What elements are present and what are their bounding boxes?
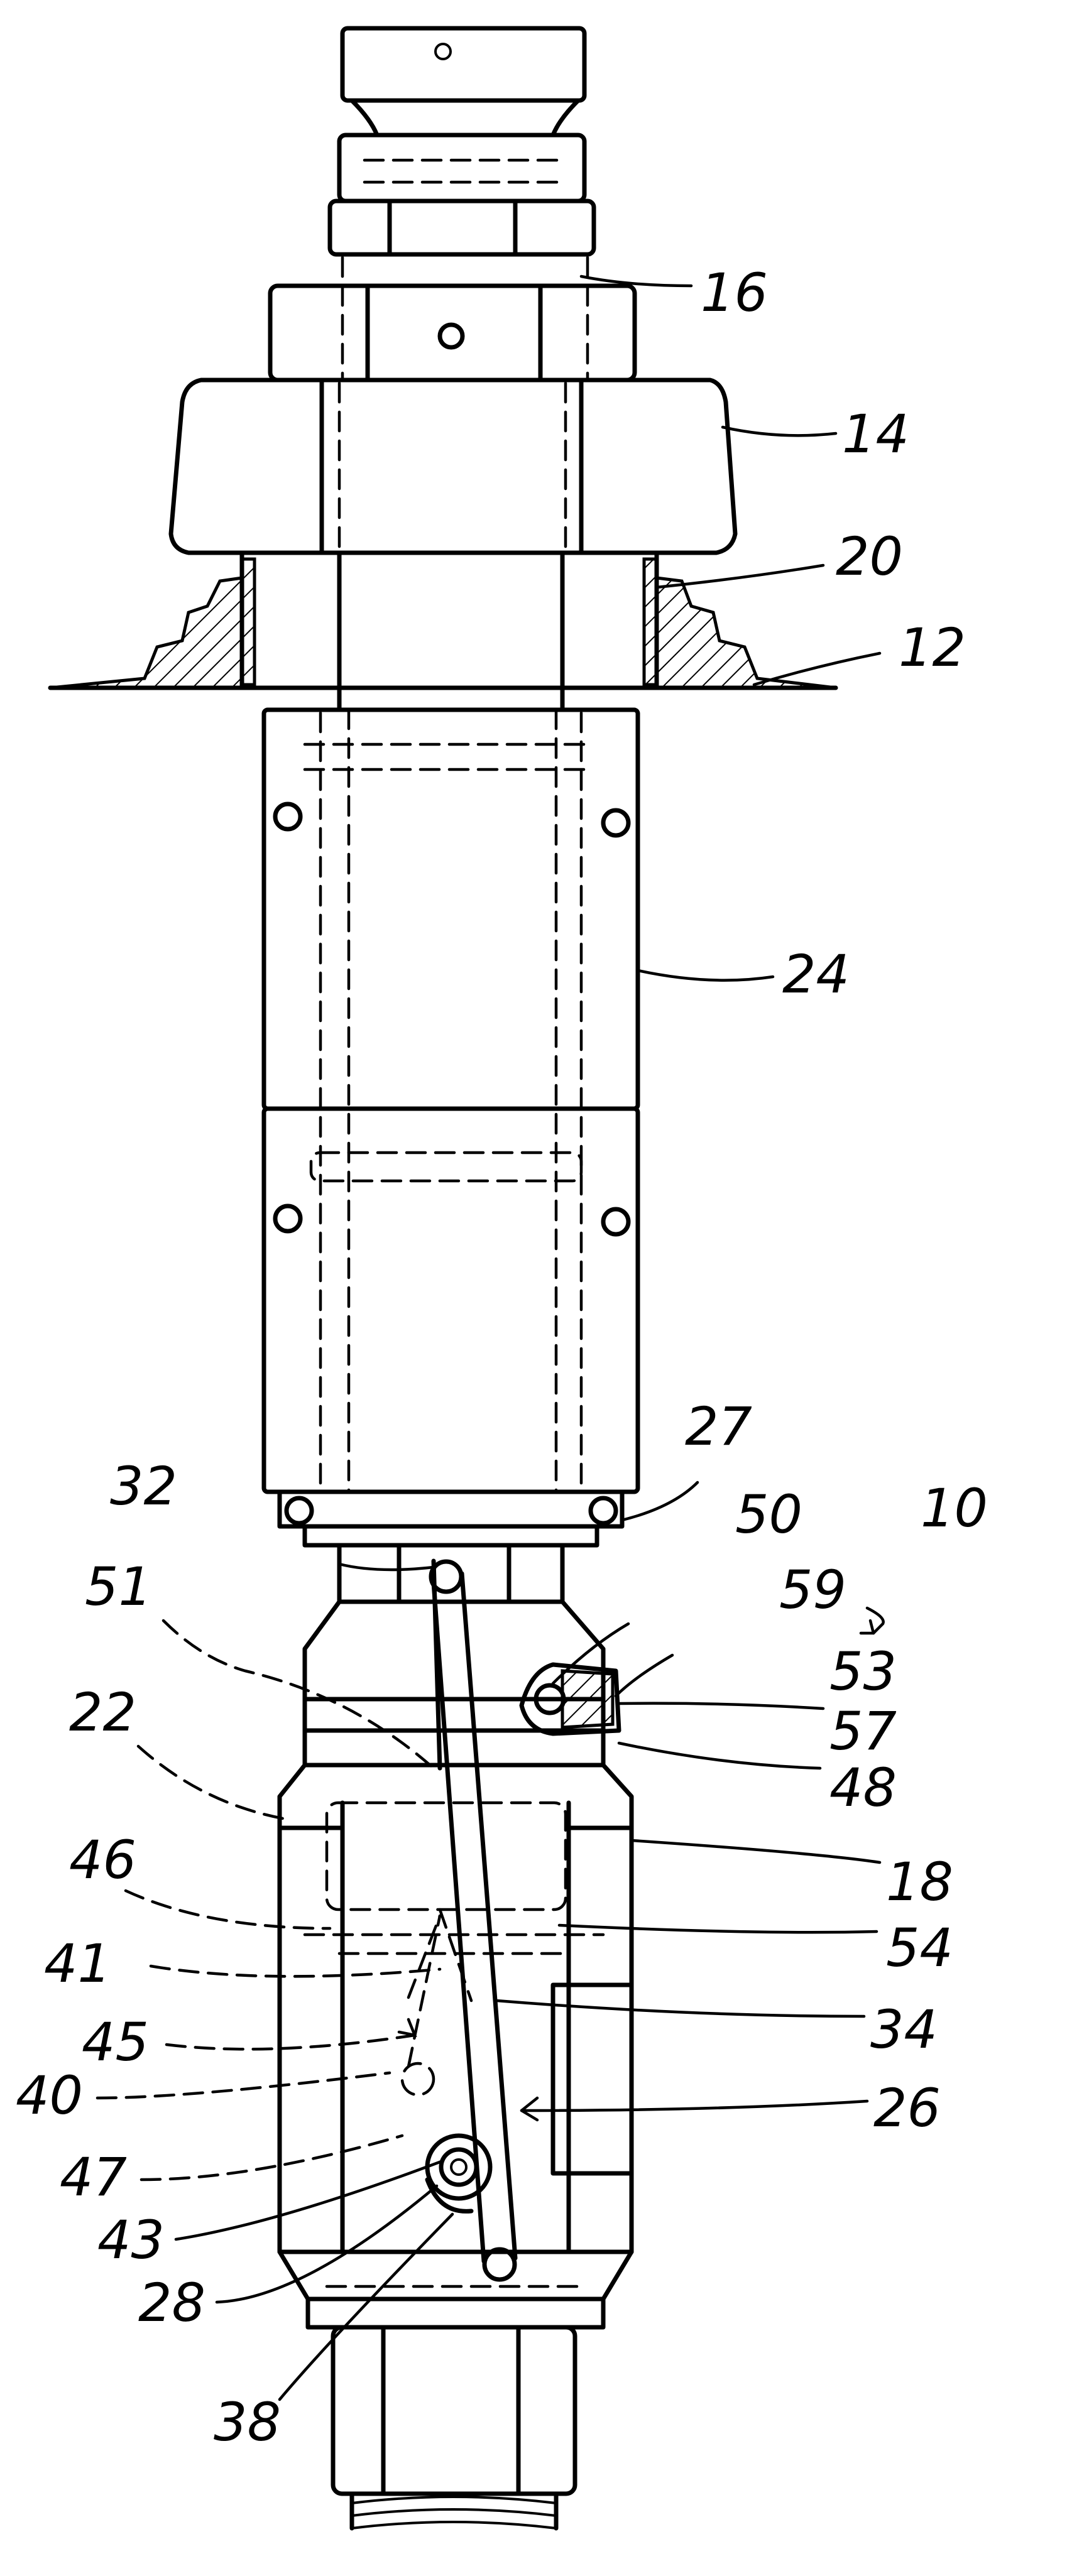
- lock-48: [522, 1665, 619, 1734]
- label-32: 32: [110, 1455, 177, 1517]
- body-wall-12: [50, 578, 836, 688]
- label-45: 45: [82, 2011, 149, 2073]
- actuator-housing-24: [264, 688, 638, 1545]
- label-51: 51: [85, 1556, 152, 1617]
- label-22: 22: [69, 1682, 136, 1743]
- bottom-hex: [333, 2327, 575, 2528]
- label-34: 34: [870, 1999, 938, 2060]
- top-coupling: [330, 28, 594, 254]
- label-59: 59: [779, 1559, 846, 1621]
- label-41: 41: [44, 1933, 111, 1994]
- label-28: 28: [138, 2272, 205, 2334]
- label-27: 27: [685, 1396, 752, 1457]
- label-50: 50: [735, 1484, 802, 1545]
- label-54: 54: [886, 1917, 953, 1979]
- label-57: 57: [829, 1700, 897, 1762]
- label-53: 53: [829, 1641, 897, 1702]
- label-24: 24: [782, 943, 850, 1005]
- label-14: 14: [842, 403, 909, 465]
- label-12: 12: [899, 617, 966, 678]
- label-38: 38: [214, 2391, 281, 2453]
- label-43: 43: [97, 2209, 165, 2271]
- label-40: 40: [16, 2065, 83, 2126]
- reference-numerals: 16 14 20 12 24 27 32 10 50 51 59 53 22 5…: [16, 262, 988, 2453]
- label-26: 26: [873, 2077, 941, 2139]
- label-46: 46: [69, 1829, 136, 1891]
- label-20: 20: [836, 526, 903, 587]
- cap-14: [171, 380, 735, 553]
- neck-20: [242, 553, 657, 688]
- label-47: 47: [60, 2146, 127, 2208]
- label-18: 18: [886, 1851, 953, 1913]
- label-16: 16: [701, 262, 768, 323]
- label-10: 10: [921, 1477, 988, 1539]
- label-48: 48: [829, 1757, 897, 1818]
